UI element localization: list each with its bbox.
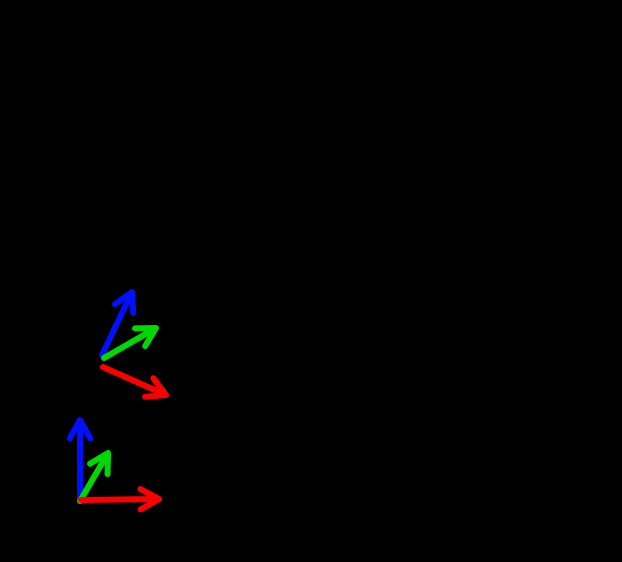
- upper-frame-red-arrow: [100, 364, 169, 400]
- lower-frame-red-arrow: [78, 486, 162, 513]
- lower-frame-blue-arrow: [66, 417, 94, 504]
- upper-rotated-frame: [99, 289, 169, 400]
- upper-frame-blue-arrow: [99, 289, 137, 358]
- lower-base-frame: [66, 417, 162, 513]
- upper-frame-green-arrow: [101, 325, 159, 361]
- lower-frame-green-arrow: [77, 450, 111, 504]
